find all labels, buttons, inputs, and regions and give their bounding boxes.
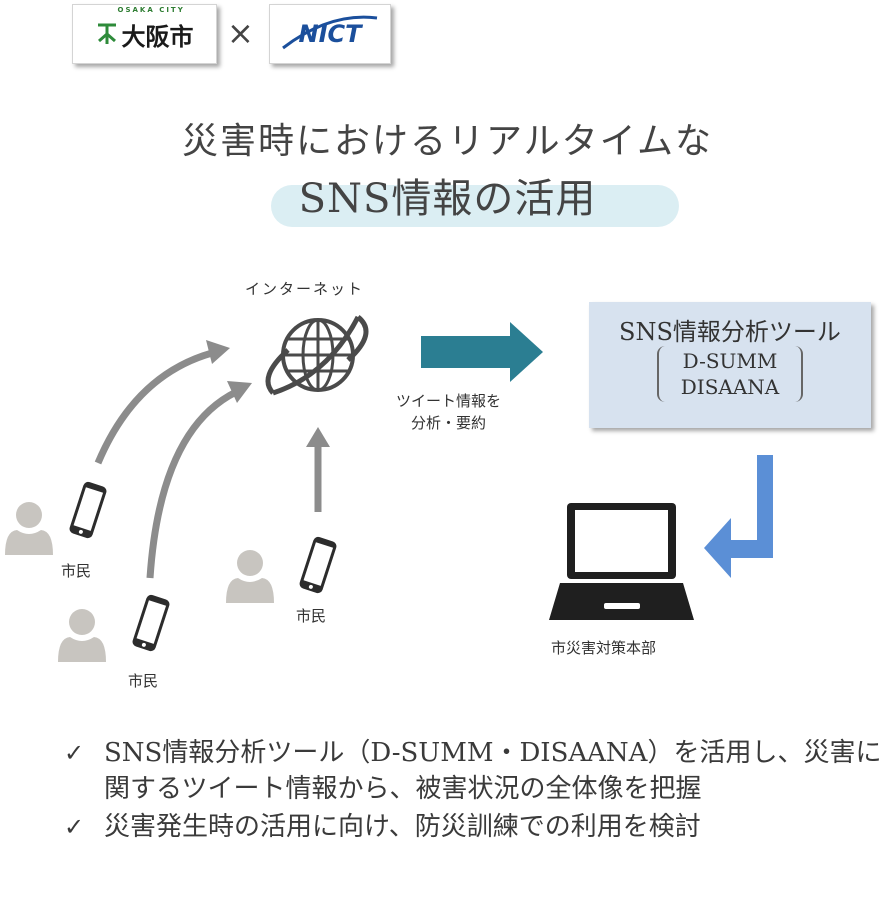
page-title: 災害時におけるリアルタイムな: [182, 121, 713, 162]
phone-icon: [131, 593, 171, 653]
bullet-item: ✓ 災害発生時の活用に向け、防災訓練での利用を検討: [64, 809, 884, 845]
laptop-icon: [549, 503, 694, 620]
arrow-head-icon: [206, 340, 230, 364]
phone-icon: [68, 480, 108, 540]
arrow-head-icon: [227, 381, 252, 403]
osaka-city-logo: OSAKA CITY 大阪市: [72, 4, 217, 64]
curved-arrow-1: [94, 349, 213, 465]
collaboration-times: ×: [227, 14, 254, 52]
tool-d-summ: D-SUMM: [682, 349, 778, 373]
osaka-city-small-text: OSAKA CITY: [117, 5, 185, 14]
citizen-label: 市民: [296, 607, 327, 625]
tool-names: D-SUMM DISAANA: [657, 346, 803, 402]
sns-analysis-tool-box: SNS情報分析ツール D-SUMM DISAANA: [589, 302, 871, 428]
tweet-label-line2: 分析・要約: [411, 414, 487, 432]
globe-icon: [265, 315, 369, 396]
title-highlight-band: [271, 185, 679, 227]
citizen-label: 市民: [61, 562, 92, 580]
citizen-label: 市民: [128, 672, 159, 690]
tool-title: SNS情報分析ツール: [619, 318, 841, 346]
page-subtitle: SNS情報の活用: [298, 176, 597, 222]
bullet-item: ✓ SNS情報分析ツール（D-SUMM・DISAANA）を活用し、災害に関するツ…: [64, 735, 884, 807]
osaka-city-name: 大阪市: [121, 22, 194, 51]
disaster-hq-label: 市災害対策本部: [551, 639, 657, 657]
bullet-text: SNS情報分析ツール（D-SUMM・DISAANA）を活用し、災害に関するツイー…: [104, 738, 882, 804]
osaka-mark-icon: [97, 23, 116, 44]
teal-arrow-icon: [421, 322, 543, 382]
phone-icon: [298, 535, 338, 595]
person-icon: [58, 609, 106, 662]
bullet-list: ✓ SNS情報分析ツール（D-SUMM・DISAANA）を活用し、災害に関するツ…: [64, 735, 884, 847]
curved-arrow-2: [146, 388, 238, 579]
nict-swoosh-icon: [282, 15, 378, 50]
nict-logo: NICT: [269, 4, 391, 64]
check-icon: ✓: [64, 813, 85, 841]
check-icon: ✓: [64, 739, 85, 767]
person-icon: [5, 502, 53, 555]
tweet-analysis-label: ツイート情報を 分析・要約: [396, 390, 501, 434]
internet-label: インターネット: [245, 280, 365, 298]
blue-arrow-icon: [704, 455, 773, 578]
bullet-text: 災害発生時の活用に向け、防災訓練での利用を検討: [104, 812, 701, 842]
person-icon: [226, 550, 274, 603]
nict-name: NICT: [298, 20, 362, 48]
tweet-label-line1: ツイート情報を: [396, 392, 502, 410]
arrow-head-icon: [306, 427, 330, 447]
tool-disaana: DISAANA: [680, 375, 780, 399]
